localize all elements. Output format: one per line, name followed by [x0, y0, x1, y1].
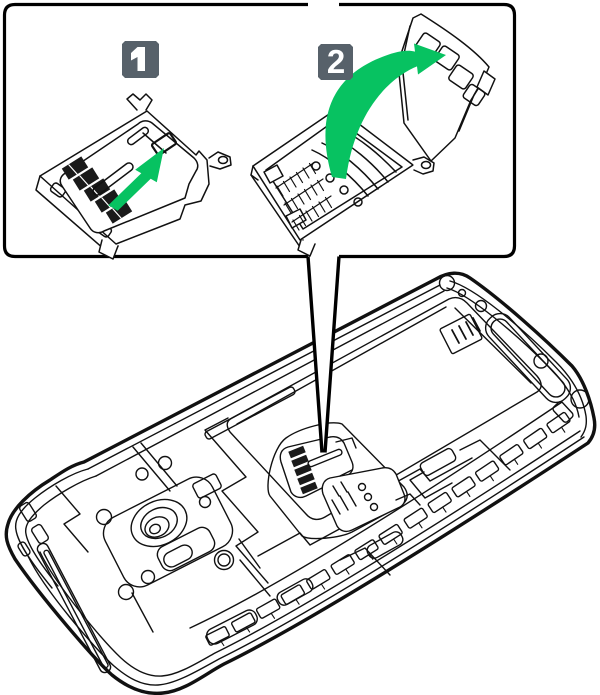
- svg-text:2: 2: [327, 43, 345, 80]
